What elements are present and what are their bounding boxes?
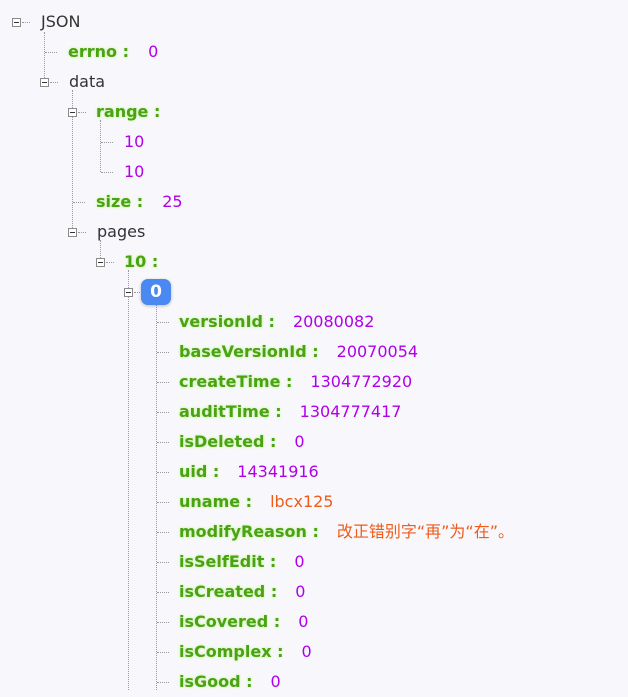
- field-row: modifyReason : 改正错别字“再”为“在”。: [179, 517, 514, 547]
- tree-connector: [157, 442, 169, 443]
- field-row: uid : 14341916: [179, 457, 319, 487]
- tree-connector: [157, 622, 169, 623]
- field-key: isCreated :: [179, 582, 278, 601]
- collapse-toggle-index-0[interactable]: [124, 288, 133, 297]
- collapse-toggle-page-10[interactable]: [96, 258, 105, 267]
- range-value-0: 10: [124, 132, 145, 151]
- collapse-toggle-root[interactable]: [12, 18, 21, 27]
- field-row: isSelfEdit : 0: [179, 547, 305, 577]
- field-key: isCovered :: [179, 612, 281, 631]
- field-key: baseVersionId :: [179, 342, 319, 361]
- tree-connector: [157, 382, 169, 383]
- field-key: createTime :: [179, 372, 293, 391]
- field-value: 20070054: [336, 342, 419, 361]
- tree-connector: [157, 412, 169, 413]
- tree-connector: [157, 682, 169, 683]
- tree-connector: [157, 322, 169, 323]
- field-value: 改正错别字“再”为“在”。: [336, 522, 515, 541]
- field-value: lbcx125: [270, 492, 334, 511]
- tree-line-root: [44, 32, 45, 80]
- tree-line-range: [100, 120, 101, 172]
- field-key: modifyReason :: [179, 522, 319, 541]
- field-row: isCovered : 0: [179, 607, 308, 637]
- index-0-badge[interactable]: 0: [141, 279, 171, 305]
- field-value: 0: [298, 612, 309, 631]
- field-row: isComplex : 0: [179, 637, 312, 667]
- tree-line-pages: [100, 240, 101, 262]
- tree-connector: [50, 82, 58, 83]
- field-key: isSelfEdit :: [179, 552, 277, 571]
- tree-line-index-0: [156, 302, 157, 690]
- range-value-1: 10: [124, 162, 145, 181]
- tree-line-data: [72, 90, 73, 232]
- field-key: uid :: [179, 462, 220, 481]
- root-label: JSON: [41, 12, 81, 31]
- field-value: 1304772920: [310, 372, 413, 391]
- field-value: 0: [294, 552, 305, 571]
- field-key: auditTime :: [179, 402, 282, 421]
- tree-connector: [134, 292, 140, 293]
- field-value: 0: [270, 672, 281, 691]
- tree-connector: [157, 532, 169, 533]
- page-10-key: 10 :: [124, 252, 159, 271]
- field-value: 20080082: [292, 312, 375, 331]
- tree-connector: [106, 262, 114, 263]
- errno-value: 0: [148, 42, 159, 61]
- field-row: createTime : 1304772920: [179, 367, 412, 397]
- tree-connector: [157, 472, 169, 473]
- tree-connector: [78, 112, 86, 113]
- tree-connector: [157, 562, 169, 563]
- size-row: size : 25: [96, 187, 183, 217]
- tree-line-page-10: [128, 270, 129, 690]
- field-key: versionId :: [179, 312, 275, 331]
- collapse-toggle-pages[interactable]: [68, 228, 77, 237]
- field-row: versionId : 20080082: [179, 307, 374, 337]
- size-key: size :: [96, 192, 144, 211]
- field-value: 0: [295, 582, 306, 601]
- field-row: isCreated : 0: [179, 577, 305, 607]
- errno-row: errno : 0: [68, 37, 158, 67]
- field-row: isGood : 0: [179, 667, 281, 697]
- tree-connector: [157, 352, 169, 353]
- field-row: auditTime : 1304777417: [179, 397, 401, 427]
- tree-connector: [101, 142, 113, 143]
- tree-connector: [101, 172, 113, 173]
- field-key: uname :: [179, 492, 253, 511]
- field-value: 0: [301, 642, 312, 661]
- collapse-toggle-data[interactable]: [40, 78, 49, 87]
- field-value: 14341916: [237, 462, 319, 481]
- tree-connector: [22, 22, 30, 23]
- errno-key: errno :: [68, 42, 129, 61]
- field-key: isComplex :: [179, 642, 284, 661]
- tree-connector: [78, 232, 86, 233]
- field-row: isDeleted : 0: [179, 427, 305, 457]
- field-row: baseVersionId : 20070054: [179, 337, 418, 367]
- size-value: 25: [162, 192, 183, 211]
- field-row: uname : lbcx125: [179, 487, 333, 517]
- pages-label: pages: [97, 222, 146, 241]
- collapse-toggle-range[interactable]: [68, 108, 77, 117]
- tree-connector: [73, 202, 85, 203]
- field-value: 1304777417: [299, 402, 402, 421]
- range-key: range :: [96, 102, 161, 121]
- tree-connector: [157, 592, 169, 593]
- tree-connector: [157, 502, 169, 503]
- field-key: isGood :: [179, 672, 253, 691]
- tree-connector: [45, 52, 57, 53]
- field-value: 0: [294, 432, 305, 451]
- data-label: data: [69, 72, 106, 91]
- tree-connector: [157, 652, 169, 653]
- field-key: isDeleted :: [179, 432, 277, 451]
